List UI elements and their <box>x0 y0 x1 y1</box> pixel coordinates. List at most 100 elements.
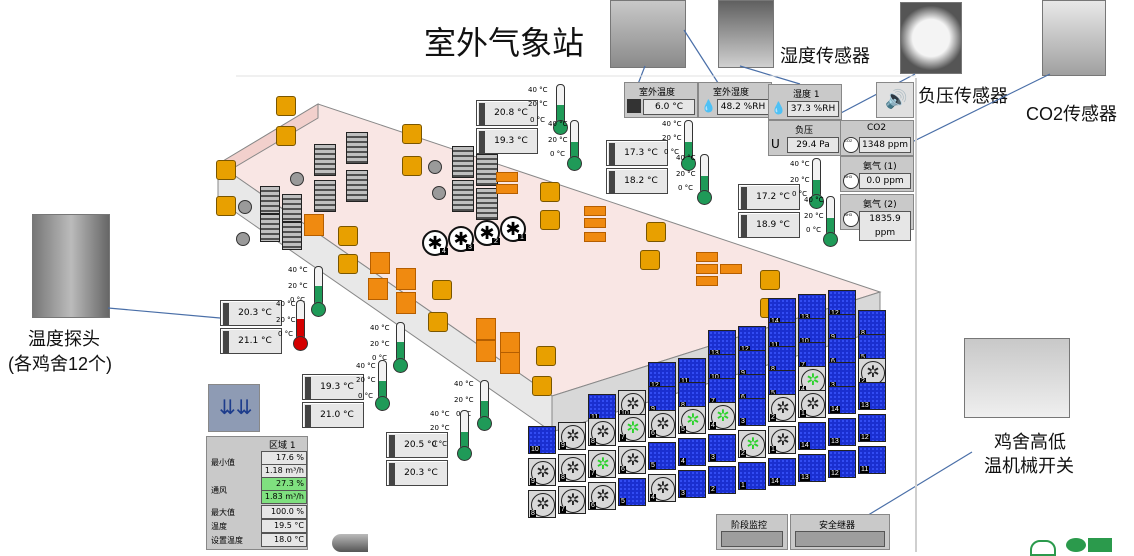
temp-readout[interactable]: 19.3 °C <box>476 128 538 154</box>
exhaust-fan[interactable]: 8 <box>768 346 796 374</box>
exhaust-fan[interactable]: 7 <box>708 378 736 406</box>
heater-icon[interactable] <box>536 346 556 366</box>
heater-icon[interactable] <box>640 250 660 270</box>
exhaust-fan[interactable]: 11 <box>588 394 616 422</box>
heater-icon[interactable] <box>532 376 552 396</box>
exhaust-fan[interactable]: 5 <box>768 370 796 398</box>
heater-icon[interactable] <box>276 96 296 116</box>
exhaust-fan[interactable]: 8 <box>678 382 706 410</box>
temp-readout[interactable]: 17.2 °C <box>738 184 800 210</box>
exhaust-fan[interactable]: 6 <box>828 338 856 366</box>
temp-readout[interactable]: 19.3 °C <box>302 374 364 400</box>
ammonia1-panel[interactable]: 氨气 (1) NH3 0.0 ppm <box>840 156 914 192</box>
exhaust-fan[interactable]: ✲8 <box>528 490 556 518</box>
heater-icon[interactable] <box>338 254 358 274</box>
exhaust-fan[interactable]: 3 <box>678 470 706 498</box>
exhaust-fan[interactable]: ✲4 <box>648 474 676 502</box>
exhaust-fan[interactable]: 10 <box>528 426 556 454</box>
heater-icon[interactable] <box>646 222 666 242</box>
exhaust-fan[interactable]: 5 <box>858 334 886 362</box>
exhaust-fan[interactable]: 6 <box>738 374 766 402</box>
valve-icon[interactable] <box>428 160 442 174</box>
circulation-fan-1[interactable]: ✱ 1 <box>500 216 526 242</box>
exhaust-fan[interactable]: ✲2 <box>738 430 766 458</box>
heater-icon[interactable] <box>540 210 560 230</box>
exhaust-fan[interactable]: 14 <box>768 458 796 486</box>
exhaust-fan[interactable]: 12 <box>828 450 856 478</box>
exhaust-fan[interactable]: ✲7 <box>618 414 646 442</box>
exhaust-fan[interactable]: ✲7 <box>588 450 616 478</box>
temp-readout[interactable]: 17.3 °C <box>606 140 668 166</box>
heater-icon[interactable] <box>540 182 560 202</box>
heater-icon[interactable] <box>402 124 422 144</box>
exhaust-fan[interactable]: 4 <box>678 438 706 466</box>
speaker-button[interactable]: 🔊 <box>876 82 914 118</box>
humidity1-panel[interactable]: 湿度 1 💧 37.3 %RH <box>768 84 842 120</box>
exhaust-fan[interactable]: 13 <box>858 382 886 410</box>
temp-readout[interactable]: 20.5 °C <box>386 432 448 458</box>
pressure-panel[interactable]: 负压 Ս 29.4 Pa <box>768 120 842 156</box>
temp-readout[interactable]: 18.9 °C <box>738 212 800 238</box>
exhaust-fan[interactable]: ✲6 <box>588 482 616 510</box>
exhaust-fan[interactable]: ✲2 <box>768 394 796 422</box>
exhaust-fan[interactable]: 13 <box>708 330 736 358</box>
exhaust-fan[interactable]: 3 <box>828 362 856 390</box>
valve-icon[interactable] <box>236 232 250 246</box>
exhaust-fan[interactable]: ✲6 <box>648 410 676 438</box>
ventilation-mode-button[interactable]: ⇊⇊ <box>208 384 260 432</box>
exhaust-fan[interactable]: ✲8 <box>558 454 586 482</box>
heater-icon[interactable] <box>432 280 452 300</box>
exhaust-fan[interactable]: ✲7 <box>558 486 586 514</box>
valve-icon[interactable] <box>432 186 446 200</box>
exhaust-fan[interactable]: 9 <box>828 314 856 342</box>
exhaust-fan[interactable]: 7 <box>798 342 826 370</box>
temp-readout[interactable]: 20.8 °C <box>476 100 538 126</box>
exhaust-fan[interactable]: ✲1 <box>798 390 826 418</box>
exhaust-fan[interactable]: 2 <box>708 466 736 494</box>
outdoor-temp-panel[interactable]: 室外温度 6.0 °C <box>624 82 698 118</box>
stage-monitor-button[interactable]: 阶段监控 <box>716 514 788 550</box>
exhaust-fan[interactable]: 13 <box>798 294 826 322</box>
safety-button[interactable]: 安全继器 <box>790 514 890 550</box>
circulation-fan-4[interactable]: ✱ 4 <box>422 230 448 256</box>
exhaust-fan[interactable]: 1 <box>738 462 766 490</box>
exhaust-fan[interactable]: 12 <box>648 362 676 390</box>
exhaust-fan[interactable]: ✲9 <box>528 458 556 486</box>
exhaust-fan[interactable]: 12 <box>738 326 766 354</box>
heater-icon[interactable] <box>402 156 422 176</box>
temp-readout[interactable]: 21.1 °C <box>220 328 282 354</box>
valve-icon[interactable] <box>290 172 304 186</box>
valve-icon[interactable] <box>238 200 252 214</box>
heater-icon[interactable] <box>216 160 236 180</box>
temp-readout[interactable]: 20.3 °C <box>220 300 282 326</box>
heater-icon[interactable] <box>338 226 358 246</box>
exhaust-fan[interactable]: ✲9 <box>558 422 586 450</box>
heater-icon[interactable] <box>216 196 236 216</box>
exhaust-fan[interactable]: 14 <box>798 422 826 450</box>
exhaust-fan[interactable]: 11 <box>678 358 706 386</box>
exhaust-fan[interactable]: ✲1 <box>768 426 796 454</box>
temp-readout[interactable]: 21.0 °C <box>302 402 364 428</box>
exhaust-fan[interactable]: 9 <box>738 350 766 378</box>
exhaust-fan[interactable]: 14 <box>828 386 856 414</box>
temp-readout[interactable]: 18.2 °C <box>606 168 668 194</box>
exhaust-fan[interactable]: ✲2 <box>858 358 886 386</box>
circulation-fan-3[interactable]: ✱ 3 <box>448 226 474 252</box>
exhaust-fan[interactable]: 3 <box>738 398 766 426</box>
exhaust-fan[interactable]: ✲4 <box>708 402 736 430</box>
exhaust-fan[interactable]: 11 <box>858 446 886 474</box>
exhaust-fan[interactable]: 12 <box>858 414 886 442</box>
exhaust-fan[interactable]: ✲5 <box>678 406 706 434</box>
exhaust-fan[interactable]: 10 <box>798 318 826 346</box>
exhaust-fan[interactable]: 10 <box>708 354 736 382</box>
exhaust-fan[interactable]: 11 <box>768 322 796 350</box>
circulation-fan-2[interactable]: ✱ 2 <box>474 220 500 246</box>
heater-icon[interactable] <box>428 312 448 332</box>
co2-panel[interactable]: CO2 CO2 1348 ppm <box>840 120 914 156</box>
exhaust-fan[interactable]: 3 <box>708 434 736 462</box>
exhaust-fan[interactable]: ✲6 <box>618 446 646 474</box>
temp-readout[interactable]: 20.3 °C <box>386 460 448 486</box>
exhaust-fan[interactable]: ✲8 <box>588 418 616 446</box>
exhaust-fan[interactable]: 12 <box>828 290 856 318</box>
outdoor-humidity-panel[interactable]: 室外湿度 💧 48.2 %RH <box>698 82 772 118</box>
